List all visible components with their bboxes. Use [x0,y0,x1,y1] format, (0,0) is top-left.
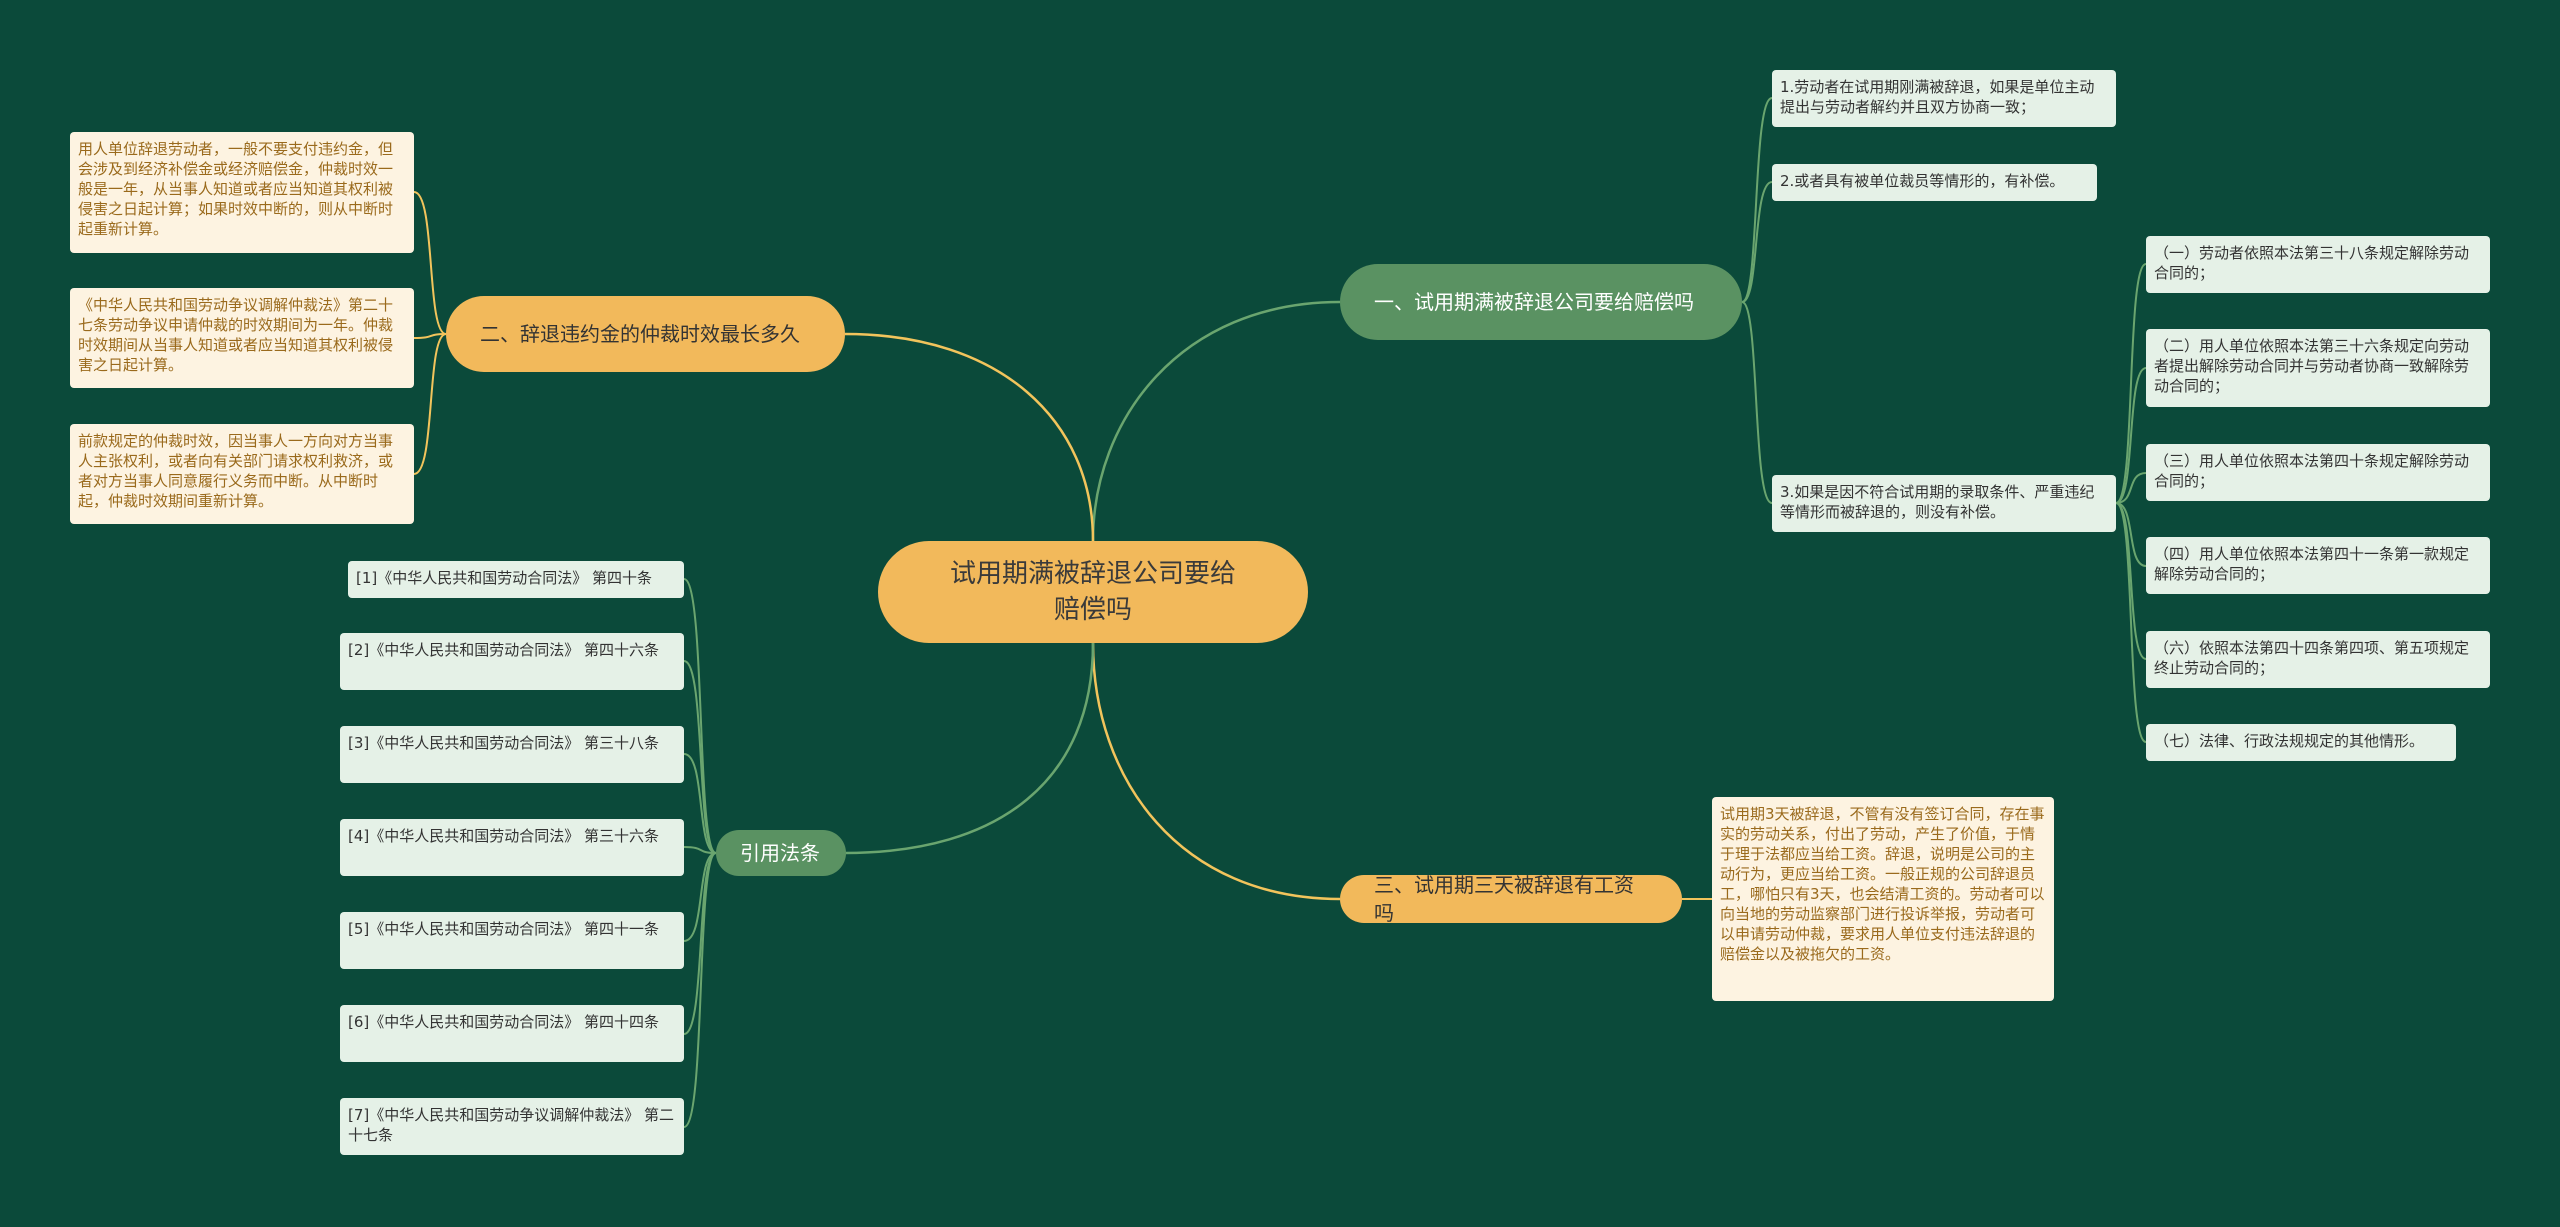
branch-1-item-1-text: 1.劳动者在试用期刚满被辞退，如果是单位主动提出与劳动者解约并且双方协商一致； [1780,78,2095,116]
link-sub6 [2115,502,2147,743]
branch-4-item-6[interactable]: [6]《中华人民共和国劳动合同法》 第四十四条 [340,1005,684,1062]
branch-4-cited-laws[interactable]: 引用法条 [716,830,846,876]
branch-1-sub-item-4-text: （四）用人单位依照本法第四十一条第一款规定解除劳动合同的； [2154,545,2470,583]
branch-1-item-2-text: 2.或者具有被单位裁员等情形的，有补偿。 [1780,172,2065,190]
branch-1-sub-item-2[interactable]: （二）用人单位依照本法第三十六条规定向劳动者提出解除劳动合同并与劳动者协商一致解… [2146,329,2490,407]
branch-4-item-3-text: [3]《中华人民共和国劳动合同法》 第三十八条 [348,734,660,752]
branch-2-item-3-text: 前款规定的仲裁时效，因当事人一方向对方当事人主张权利，或者向有关部门请求权利救济… [78,432,394,510]
link-b4-item2 [683,660,717,854]
branch-2-item-2-text: 《中华人民共和国劳动争议调解仲裁法》第二十七条劳动争议申请仲裁的时效期间为一年。… [78,296,394,374]
link-sub1 [2115,263,2147,504]
branch-3-item-1-text: 试用期3天被辞退，不管有没有签订合同，存在事实的劳动关系，付出了劳动，产生了价值… [1720,805,2045,963]
branch-4-label: 引用法条 [740,841,820,865]
branch-4-item-5[interactable]: [5]《中华人民共和国劳动合同法》 第四十一条 [340,912,684,969]
root-topic-label: 试用期满被辞退公司要给赔偿吗 [949,559,1236,625]
branch-1-sub-item-6[interactable]: （七）法律、行政法规规定的其他情形。 [2146,724,2456,761]
branch-4-item-2-text: [2]《中华人民共和国劳动合同法》 第四十六条 [348,641,660,659]
branch-1-sub-item-5-text: （六）依照本法第四十四条第四项、第五项规定终止劳动合同的； [2154,639,2470,677]
branch-2-arbitration-time-limit[interactable]: 二、辞退违约金的仲裁时效最长多久 [446,296,845,372]
link-b4-item5 [683,852,717,942]
link-sub4 [2115,502,2147,567]
root-topic[interactable]: 试用期满被辞退公司要给赔偿吗 [878,541,1308,643]
link-b4-item3 [683,753,717,854]
branch-1-item-3[interactable]: 3.如果是因不符合试用期的录取条件、严重违纪等情形而被辞退的，则没有补偿。 [1772,475,2116,532]
branch-2-item-2[interactable]: 《中华人民共和国劳动争议调解仲裁法》第二十七条劳动争议申请仲裁的时效期间为一年。… [70,288,414,388]
branch-4-item-3[interactable]: [3]《中华人民共和国劳动合同法》 第三十八条 [340,726,684,783]
link-sub2 [2115,367,2147,504]
branch-1-sub-item-6-text: （七）法律、行政法规规定的其他情形。 [2154,732,2425,750]
branch-2-item-1[interactable]: 用人单位辞退劳动者，一般不要支付违约金，但会涉及到经济补偿金或经济赔偿金，仲裁时… [70,132,414,253]
branch-3-probation-wage[interactable]: 三、试用期三天被辞退有工资吗 [1340,873,1682,925]
link-b4-item4 [683,846,717,854]
branch-4-item-6-text: [6]《中华人民共和国劳动合同法》 第四十四条 [348,1013,660,1031]
branch-1-sub-item-1-text: （一）劳动者依照本法第三十八条规定解除劳动合同的； [2154,244,2470,282]
branch-1-sub-item-2-text: （二）用人单位依照本法第三十六条规定向劳动者提出解除劳动合同并与劳动者协商一致解… [2154,337,2470,395]
branch-1-sub-item-4[interactable]: （四）用人单位依照本法第四十一条第一款规定解除劳动合同的； [2146,537,2490,594]
link-b4-item6 [683,852,717,1035]
branch-1-sub-item-3[interactable]: （三）用人单位依照本法第四十条规定解除劳动合同的； [2146,444,2490,501]
link-b1-item2 [1741,181,1773,303]
link-b1-item1 [1741,97,1773,303]
branch-2-item-1-text: 用人单位辞退劳动者，一般不要支付违约金，但会涉及到经济补偿金或经济赔偿金，仲裁时… [78,140,394,238]
branch-2-label: 二、辞退违约金的仲裁时效最长多久 [480,322,800,346]
branch-1-label: 一、试用期满被辞退公司要给赔偿吗 [1374,290,1694,314]
link-sub5 [2115,502,2147,660]
link-b2-item2 [413,333,447,339]
link-b1-item3 [1741,301,1773,504]
branch-1-sub-item-5[interactable]: （六）依照本法第四十四条第四项、第五项规定终止劳动合同的； [2146,631,2490,688]
link-root-b4 [844,642,1095,855]
branch-4-item-4[interactable]: [4]《中华人民共和国劳动合同法》 第三十六条 [340,819,684,876]
branch-1-item-3-text: 3.如果是因不符合试用期的录取条件、严重违纪等情形而被辞退的，则没有补偿。 [1780,483,2095,521]
branch-4-item-7-text: [7]《中华人民共和国劳动争议调解仲裁法》 第二十七条 [348,1106,675,1144]
link-b2-item1 [413,191,447,335]
branch-2-item-3[interactable]: 前款规定的仲裁时效，因当事人一方向对方当事人主张权利，或者向有关部门请求权利救济… [70,424,414,524]
branch-1-item-2[interactable]: 2.或者具有被单位裁员等情形的，有补偿。 [1772,164,2097,201]
link-b4-item1 [683,578,717,854]
branch-4-item-1[interactable]: [1]《中华人民共和国劳动合同法》 第四十条 [348,561,684,598]
link-root-b2 [844,332,1095,542]
link-root-b1 [1091,300,1341,542]
link-b4-item7 [683,852,717,1128]
branch-4-item-1-text: [1]《中华人民共和国劳动合同法》 第四十条 [356,569,653,587]
branch-1-item-1[interactable]: 1.劳动者在试用期刚满被辞退，如果是单位主动提出与劳动者解约并且双方协商一致； [1772,70,2116,127]
link-root-b3 [1091,642,1341,901]
branch-3-item-1[interactable]: 试用期3天被辞退，不管有没有签订合同，存在事实的劳动关系，付出了劳动，产生了价值… [1712,797,2054,1001]
branch-4-item-4-text: [4]《中华人民共和国劳动合同法》 第三十六条 [348,827,660,845]
branch-3-label: 三、试用期三天被辞退有工资吗 [1374,873,1634,925]
branch-1-sub-item-3-text: （三）用人单位依照本法第四十条规定解除劳动合同的； [2154,452,2470,490]
branch-4-item-2[interactable]: [2]《中华人民共和国劳动合同法》 第四十六条 [340,633,684,690]
branch-4-item-7[interactable]: [7]《中华人民共和国劳动争议调解仲裁法》 第二十七条 [340,1098,684,1155]
branch-4-item-5-text: [5]《中华人民共和国劳动合同法》 第四十一条 [348,920,660,938]
link-b2-item3 [413,333,447,475]
branch-1-sub-item-1[interactable]: （一）劳动者依照本法第三十八条规定解除劳动合同的； [2146,236,2490,293]
link-sub3 [2115,472,2147,504]
branch-1-compensation[interactable]: 一、试用期满被辞退公司要给赔偿吗 [1340,264,1742,340]
